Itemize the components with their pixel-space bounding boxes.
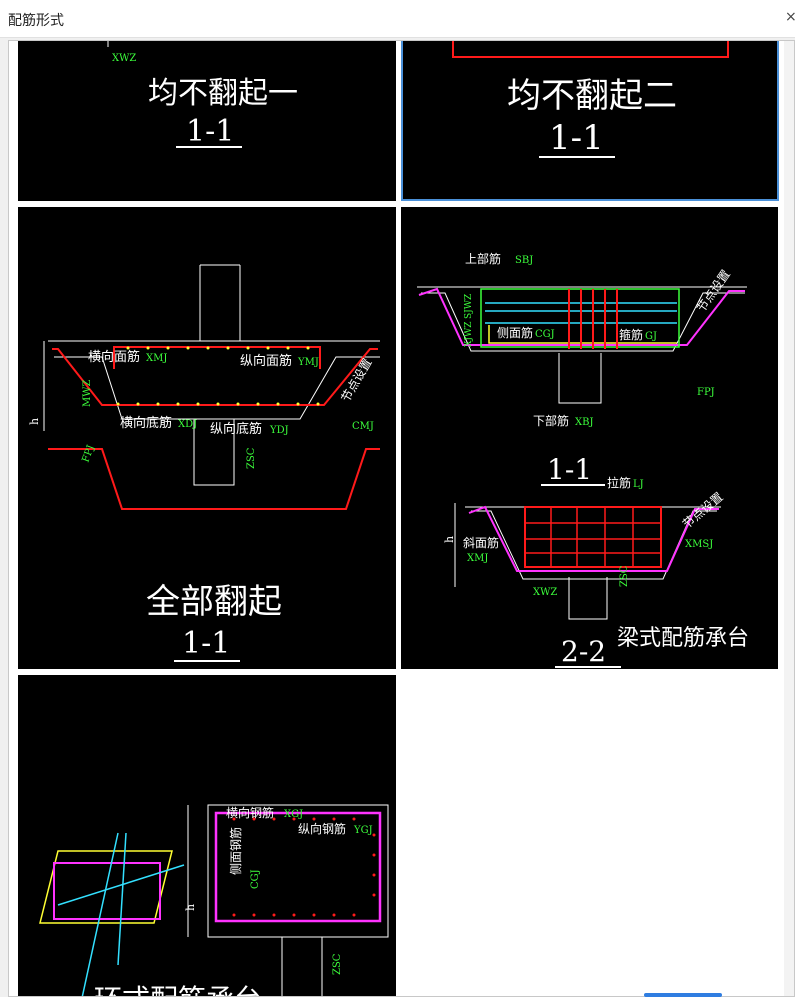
code-xmsj: XMSJ <box>685 539 713 550</box>
code-gj: GJ <box>645 331 657 342</box>
tile-4-drawing: 上部筋 SBJ 侧面筋 CGJ 箍筋 GJ 下部筋 XBJ FPJ XJWZ S… <box>417 251 749 668</box>
tile-4-section-2: 2-2 <box>561 635 606 668</box>
rebar-form-gallery: XWZ 均不翻起一 1-1 均不翻起二 1-1 <box>8 40 795 997</box>
code-zsc: ZSC <box>619 565 630 587</box>
code-lj: LJ <box>633 479 644 490</box>
code-cmj: CMJ <box>352 421 374 432</box>
code-cgj: CGJ <box>250 869 261 889</box>
code-sbj: SBJ <box>515 255 533 266</box>
ok-button-edge[interactable] <box>644 993 722 997</box>
vertical-scrollbar[interactable] <box>784 41 794 996</box>
close-icon[interactable]: × <box>785 9 795 25</box>
code-ygj: YGJ <box>353 825 373 836</box>
code-xbj: XBJ <box>575 417 593 428</box>
tile-1-section-label: 1-1 <box>186 114 234 149</box>
tile-3-section-label: 1-1 <box>182 626 230 661</box>
label-xmj: 斜面筋 <box>463 535 499 550</box>
tile-5-main-label: 环式配筋承台 <box>94 983 262 997</box>
option-tile-1[interactable]: XWZ 均不翻起一 1-1 <box>18 41 396 201</box>
label-h: h <box>184 904 197 911</box>
label-hxdj: 横向底筋 <box>120 415 172 431</box>
label-xwz: XWZ <box>112 53 136 64</box>
code-ydj: YDJ <box>269 425 289 436</box>
dialog-titlebar: 配筋形式 × <box>0 0 795 38</box>
option-tile-2[interactable]: 均不翻起二 1-1 <box>401 41 779 201</box>
tile-1-drawing: XWZ 均不翻起一 1-1 <box>107 41 298 149</box>
code-ymj: YMJ <box>297 357 319 368</box>
label-node-setting-2: 节点设置 <box>680 490 726 532</box>
label-gj: 箍筋 <box>619 327 643 342</box>
option-tile-3[interactable]: 横向面筋 XMJ 纵向面筋 YMJ 横向底筋 XDJ 纵向底筋 YDJ MWZ … <box>18 207 396 669</box>
label-h: h <box>443 536 456 543</box>
tile-3-drawing: 横向面筋 XMJ 纵向面筋 YMJ 横向底筋 XDJ 纵向底筋 YDJ MWZ … <box>28 264 380 662</box>
code-xmj: XMJ <box>467 553 488 564</box>
dialog-title: 配筋形式 <box>8 13 64 29</box>
tile-2-main-label: 均不翻起二 <box>507 76 677 116</box>
code-xmj: XMJ <box>146 353 167 364</box>
code-sjwz: SJWZ <box>464 294 474 319</box>
code-mwz: MWZ <box>82 379 93 407</box>
tile-5-drawing: 横向钢筋 XGJ 纵向钢筋 YGJ 侧面钢筋 CGJ h ZSC 环式配筋承台 <box>39 804 389 997</box>
label-hxmj: 横向面筋 <box>88 349 140 365</box>
tile-4-main-label: 梁式配筋承台 <box>617 626 749 651</box>
tile-3-main-label: 全部翻起 <box>146 582 282 622</box>
code-cgj: CGJ <box>535 329 555 340</box>
code-fpj: FPJ <box>697 387 715 398</box>
label-zxmj: 纵向面筋 <box>240 353 292 369</box>
option-tile-4[interactable]: 上部筋 SBJ 侧面筋 CGJ 箍筋 GJ 下部筋 XBJ FPJ XJWZ S… <box>401 207 778 669</box>
label-cmgj: 侧面钢筋 <box>228 827 243 875</box>
label-cmj: 侧面筋 <box>497 325 533 340</box>
label-sbj: 上部筋 <box>465 251 501 266</box>
tile-2-section-label: 1-1 <box>549 118 604 158</box>
code-xwz: XWZ <box>533 587 557 598</box>
label-hxgj: 横向钢筋 <box>226 805 274 820</box>
tile-4-section-1: 1-1 <box>547 453 592 486</box>
code-xjwz: XJWZ <box>464 321 474 347</box>
tile-2-drawing: 均不翻起二 1-1 <box>452 41 729 158</box>
label-h: h <box>28 418 41 425</box>
label-zxgj: 纵向钢筋 <box>298 821 346 836</box>
code-zsc: ZSC <box>332 953 343 975</box>
label-xbj: 下部筋 <box>533 413 569 428</box>
code-xgj: XGJ <box>284 809 303 820</box>
code-fpj: FPJ <box>80 444 96 464</box>
label-node-setting-1: 节点设置 <box>694 267 733 314</box>
tile-1-main-label: 均不翻起一 <box>148 76 298 111</box>
label-lj: 拉筋 <box>607 475 631 490</box>
option-tile-5[interactable]: 横向钢筋 XGJ 纵向钢筋 YGJ 侧面钢筋 CGJ h ZSC 环式配筋承台 <box>18 675 396 997</box>
code-zsc: ZSC <box>246 447 257 469</box>
code-xdj: XDJ <box>178 419 197 430</box>
label-zxdj: 纵向底筋 <box>210 421 262 437</box>
